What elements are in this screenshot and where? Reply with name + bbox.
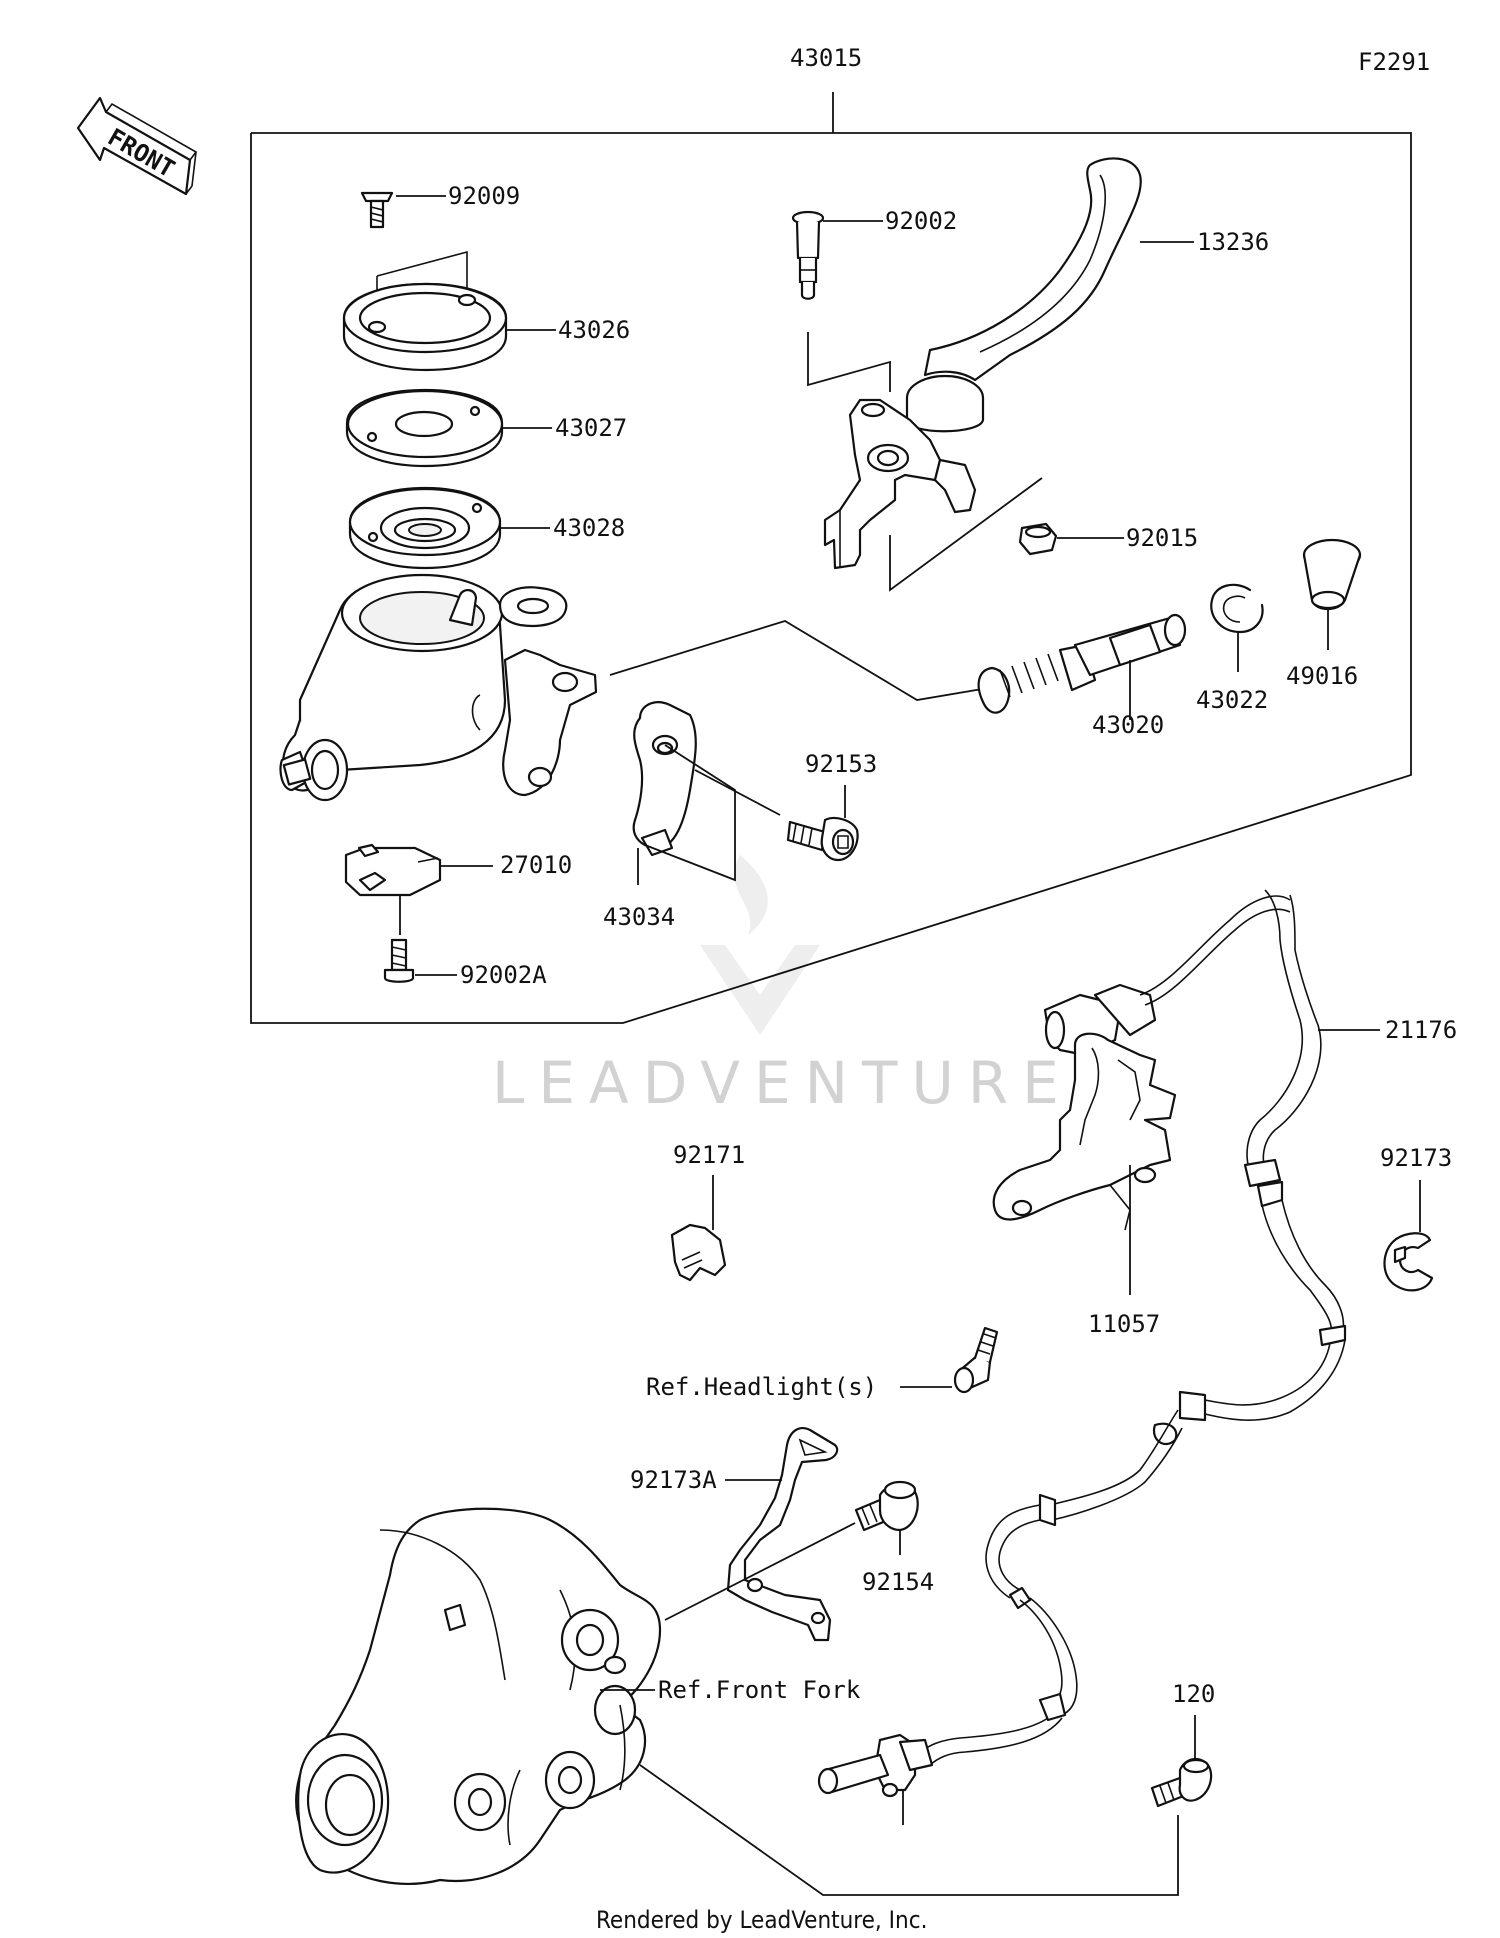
- bolt-92153: [786, 785, 859, 862]
- part-label-92002: 92002: [885, 207, 957, 235]
- part-label-92015: 92015: [1126, 524, 1198, 552]
- assembly-outline-43015: [250, 92, 1412, 1024]
- part-label-43026: 43026: [558, 316, 630, 344]
- front-arrow-icon: FRONT: [76, 96, 198, 196]
- part-label-92173A: 92173A: [630, 1466, 717, 1494]
- part-label-43015: 43015: [790, 44, 862, 72]
- part-label-13236: 13236: [1197, 228, 1269, 256]
- part-label-92171: 92171: [673, 1141, 745, 1169]
- boot-49016: [1302, 538, 1362, 650]
- part-label-43027: 43027: [555, 414, 627, 442]
- clamp-43034: [632, 701, 781, 885]
- part-label-92002A: 92002A: [460, 961, 547, 989]
- sensor-cable-21176: [817, 889, 1380, 1825]
- diaphragm-43028: [348, 486, 550, 570]
- part-label-92154: 92154: [862, 1568, 934, 1596]
- bracket-92173A: [725, 1427, 839, 1642]
- nut-92015: [1018, 522, 1124, 556]
- part-label-21176: 21176: [1385, 1016, 1457, 1044]
- part-label-27010: 27010: [500, 851, 572, 879]
- clip-92173: [1383, 1180, 1434, 1292]
- circlip-43022: [1210, 583, 1264, 672]
- pivot-bolt-92002: [791, 210, 891, 392]
- ref-label-headlight: Ref.Headlight(s): [646, 1373, 877, 1401]
- bracket-11057: [992, 1032, 1177, 1295]
- watermark: LEADVENTURE: [492, 855, 1073, 1117]
- part-label-43028: 43028: [553, 514, 625, 542]
- watermark-logo: [700, 855, 820, 1035]
- part-label-92173: 92173: [1380, 1144, 1452, 1172]
- part-label-92153: 92153: [805, 750, 877, 778]
- screw-92002A: [383, 938, 457, 983]
- bolt-ref-headlight: [900, 1326, 999, 1394]
- part-label-43020: 43020: [1092, 711, 1164, 739]
- part-label-49016: 49016: [1286, 662, 1358, 690]
- watermark-text: LEADVENTURE: [492, 1049, 1073, 1117]
- master-cylinder-body: [279, 573, 598, 802]
- reservoir-cap-43026: [342, 250, 556, 372]
- footer-credit: Rendered by LeadVenture, Inc.: [596, 1906, 927, 1934]
- switch-27010: [344, 843, 493, 935]
- clip-92171: [670, 1175, 727, 1282]
- ref-label-front-fork: Ref.Front Fork: [658, 1676, 861, 1704]
- bolt-92154: [664, 1480, 919, 1621]
- part-label-43034: 43034: [603, 903, 675, 931]
- screw-92009: [360, 191, 446, 229]
- part-label-92009: 92009: [448, 182, 520, 210]
- brake-lever-13236: [823, 157, 1194, 592]
- part-label-11057: 11057: [1088, 1310, 1160, 1338]
- part-label-120: 120: [1172, 1680, 1215, 1708]
- front-fork-lower: [295, 1507, 1179, 1896]
- part-label-43022: 43022: [1196, 686, 1268, 714]
- bolt-120: [1150, 1715, 1213, 1808]
- piston-spring-43020: [977, 613, 1187, 720]
- reservoir-plate-43027: [345, 388, 552, 468]
- figure-code: F2291: [1358, 48, 1430, 76]
